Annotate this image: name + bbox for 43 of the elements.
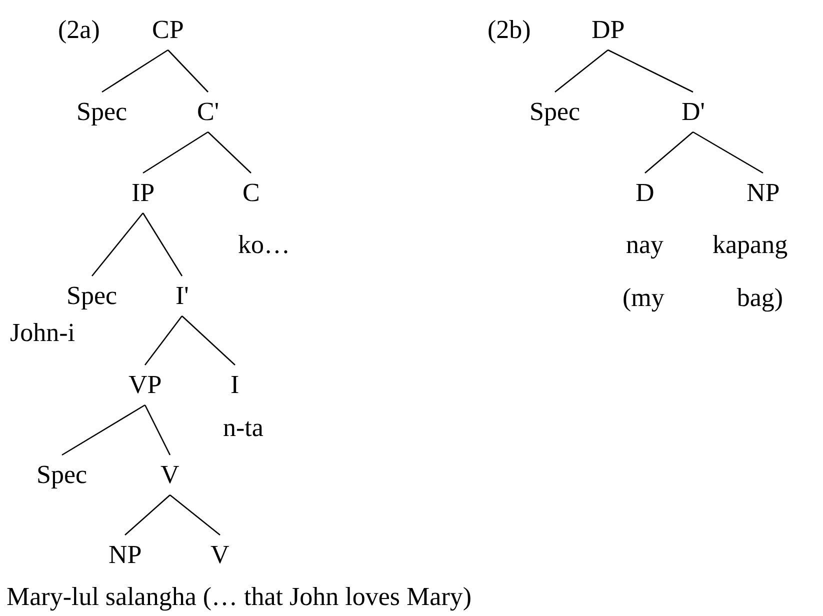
- category-label: VP: [128, 370, 162, 400]
- tree-branch: [182, 316, 236, 366]
- tree-branch: [142, 212, 183, 276]
- category-label: DP: [592, 15, 625, 45]
- tree-branch: [142, 131, 208, 174]
- category-label: CP: [152, 15, 184, 45]
- gloss-text: (2b): [488, 15, 531, 45]
- category-label: NP: [108, 540, 142, 570]
- category-label: NP: [746, 178, 780, 208]
- tree-branch: [124, 494, 170, 536]
- tree-branch: [144, 316, 183, 366]
- category-label: C': [197, 97, 220, 127]
- tree-branch: [208, 132, 252, 174]
- category-label: IP: [132, 178, 155, 208]
- tree-branch: [92, 212, 144, 276]
- tree-branch: [102, 49, 168, 93]
- word-label: nay: [626, 230, 664, 260]
- category-label: I: [230, 370, 240, 400]
- category-label: D: [636, 178, 654, 208]
- tree-branch: [168, 50, 208, 92]
- category-label: V: [160, 460, 180, 490]
- tree-branch: [692, 131, 764, 174]
- category-label: Spec: [66, 281, 118, 311]
- tree-branch: [144, 404, 171, 456]
- gloss-text: Mary-lul salangha (… that John loves Mary): [6, 582, 472, 612]
- tree-branch: [554, 50, 608, 92]
- category-label: V: [210, 540, 230, 570]
- gloss-text: (2a): [58, 15, 100, 45]
- category-label: Spec: [530, 97, 580, 127]
- word-label: n-ta: [223, 413, 264, 443]
- tree-branch: [62, 404, 146, 456]
- category-label: I': [176, 281, 189, 311]
- category-label: Spec: [76, 97, 128, 127]
- category-label: C: [242, 178, 260, 208]
- gloss-text: (my bag): [622, 283, 784, 313]
- tree-branch: [608, 49, 694, 93]
- category-label: D': [682, 97, 705, 127]
- word-label: John-i: [10, 318, 75, 348]
- tree-branch: [170, 494, 220, 536]
- category-label: Spec: [36, 460, 88, 490]
- word-label: kapang: [712, 230, 788, 260]
- word-label: ko…: [238, 230, 290, 260]
- tree-branch: [644, 132, 694, 174]
